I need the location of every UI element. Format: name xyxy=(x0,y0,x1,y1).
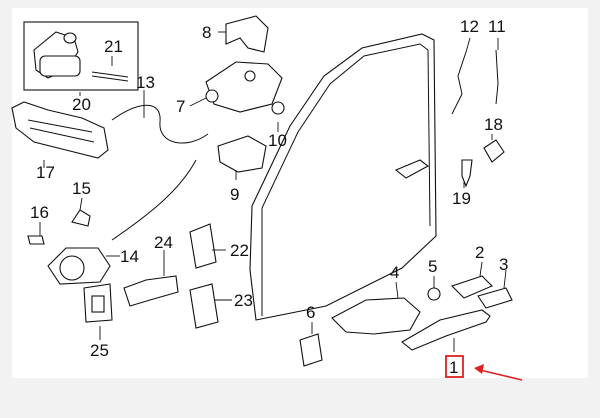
red-arrow xyxy=(479,369,523,381)
part-18-switch xyxy=(483,139,505,163)
door-inner-handle xyxy=(394,159,430,179)
callout-7: 7 xyxy=(176,97,185,116)
callout-4: 4 xyxy=(390,263,399,282)
part-7-latch xyxy=(205,61,283,113)
callout-22: 22 xyxy=(230,241,249,260)
callout-5: 5 xyxy=(428,257,437,276)
part-16-pin xyxy=(27,235,45,245)
callout-9: 9 xyxy=(230,185,239,204)
part-17-handle-bracket xyxy=(11,101,109,159)
callout-16: 16 xyxy=(30,203,49,222)
part-5-grommet xyxy=(427,287,441,301)
callout-13: 13 xyxy=(136,73,155,92)
part-12-cable xyxy=(451,51,467,115)
part-3-cap xyxy=(477,287,513,309)
callout-20: 20 xyxy=(72,95,91,114)
part-20-21-inset xyxy=(23,21,139,91)
callout-24: 24 xyxy=(154,233,173,252)
red-arrow-head xyxy=(474,364,484,374)
callout-23: 23 xyxy=(234,291,253,310)
part-24-check-strap xyxy=(123,275,179,307)
part-9-bracket xyxy=(217,135,267,173)
callout-8: 8 xyxy=(202,23,211,42)
part-2-cover xyxy=(450,275,493,299)
callout-2: 2 xyxy=(475,243,484,262)
part-10-grommet xyxy=(271,101,285,115)
callout-14: 14 xyxy=(120,247,139,266)
callout-19: 19 xyxy=(452,189,471,208)
door-panel xyxy=(249,33,437,321)
part-14-actuator xyxy=(47,247,111,285)
callout-21: 21 xyxy=(104,37,123,56)
callout-11: 11 xyxy=(488,17,506,36)
callout-10: 10 xyxy=(268,131,287,150)
part-22-bracket xyxy=(189,223,217,269)
part-11-rod xyxy=(495,49,499,105)
callout-labels: 1 2 3 4 5 6 7 8 9 10 11 12 13 14 15 16 1… xyxy=(30,17,508,377)
part-23-bracket xyxy=(189,283,219,329)
leader-lines xyxy=(39,31,507,352)
part-1-outer-handle xyxy=(401,309,491,351)
part-15-cap xyxy=(71,209,91,227)
callout-15: 15 xyxy=(72,179,91,198)
callout-3: 3 xyxy=(499,255,508,274)
part-6-bracket xyxy=(299,333,323,367)
callout-1: 1 xyxy=(449,358,458,377)
part-13-cable xyxy=(111,104,209,144)
callout-18: 18 xyxy=(484,115,503,134)
callout-6: 6 xyxy=(306,303,315,322)
highlight-box xyxy=(445,355,464,378)
callout-25: 25 xyxy=(90,341,109,360)
part-4-handle-carrier xyxy=(331,297,421,335)
callout-12: 12 xyxy=(460,17,479,36)
callout-17: 17 xyxy=(36,163,55,182)
part-8-cover xyxy=(225,15,269,53)
part-19-bolt xyxy=(461,159,473,188)
